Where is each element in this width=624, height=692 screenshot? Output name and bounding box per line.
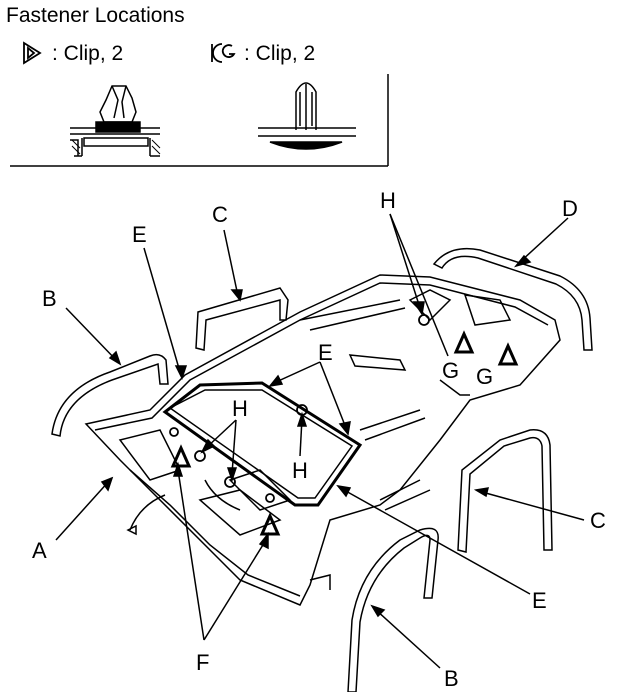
trim-c-lower (457, 429, 553, 553)
clip-f-markers (170, 330, 519, 536)
circle-g-icon (211, 43, 236, 63)
sunroof-opening (162, 381, 363, 507)
label-h-center: H (292, 458, 308, 483)
part-labels: A B C D E E E C B F H H H G G (32, 188, 606, 691)
trim-c-upper (195, 287, 289, 351)
label-b-lower: B (444, 666, 459, 691)
label-a: A (32, 538, 47, 563)
trim-b-upper (51, 353, 169, 437)
trim-b-lower (347, 527, 439, 692)
page-title: Fastener Locations (6, 4, 185, 27)
label-d: D (562, 196, 578, 221)
label-f: F (196, 650, 209, 675)
clip-f-illustration (70, 85, 161, 157)
label-g-left: G (442, 358, 459, 383)
label-e-upper: E (132, 222, 147, 247)
legend-g-text: : Clip, 2 (244, 42, 316, 65)
leader-lines (55, 213, 585, 669)
headliner (84, 274, 561, 606)
triangle-icon (23, 41, 42, 65)
label-c-lower: C (590, 508, 606, 533)
label-e-lower: E (532, 588, 547, 613)
label-e-middle: E (318, 340, 333, 365)
trim-d (432, 247, 593, 351)
clip-g-illustration (258, 82, 356, 150)
legend-f-text: : Clip, 2 (52, 42, 124, 65)
label-h-upper: H (380, 188, 396, 213)
label-c-upper: C (212, 202, 228, 227)
label-h-left: H (232, 396, 248, 421)
label-b-upper: B (42, 286, 57, 311)
label-g-right: G (476, 364, 493, 389)
clip-h-markers (169, 314, 430, 503)
legend-frame (10, 74, 389, 167)
